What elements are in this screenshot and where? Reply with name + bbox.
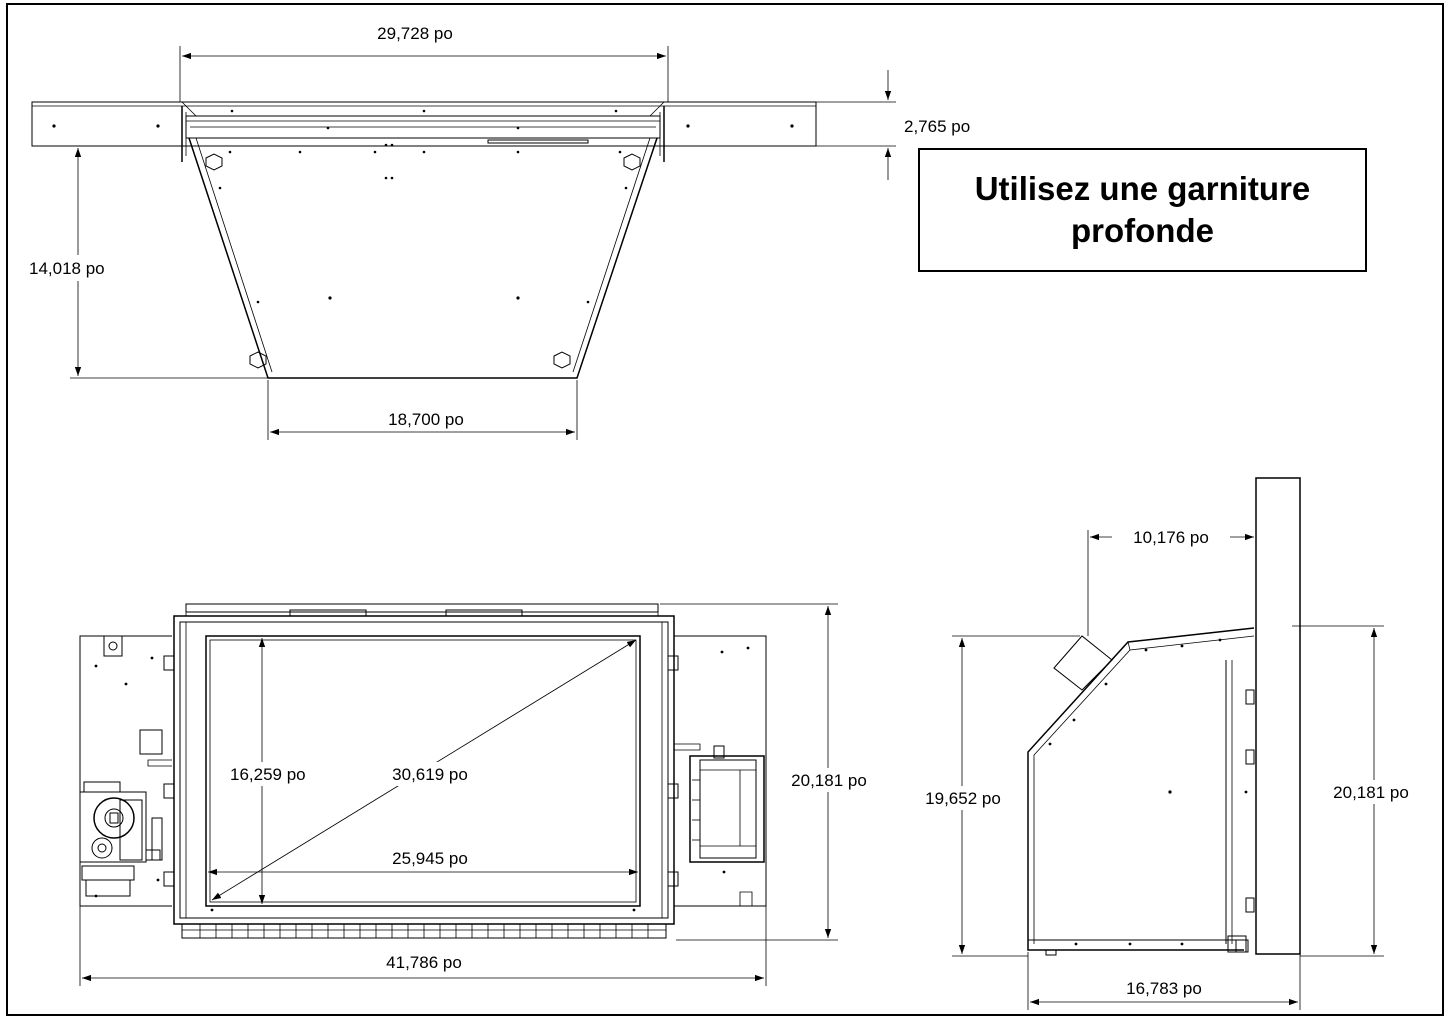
front-view [79, 603, 838, 986]
dim-overall-width: 41,786 po [386, 953, 462, 972]
dim-side-depth: 16,783 po [1126, 979, 1202, 998]
note-box: Utilisez une garniture profonde [918, 148, 1367, 272]
dim-screen-width: 25,945 po [392, 849, 468, 868]
dim-side-overall-height: 20,181 po [1333, 783, 1409, 802]
side-view [952, 477, 1384, 1010]
dim-width-top: 29,728 po [377, 24, 453, 43]
dim-flange-height: 2,765 po [904, 117, 970, 136]
dim-screen-height: 16,259 po [230, 765, 306, 784]
dim-body-height: 19,652 po [925, 789, 1001, 808]
note-text: Utilisez une garniture profonde [974, 170, 1311, 249]
dim-depth: 14,018 po [29, 259, 105, 278]
dim-width-bottom: 18,700 po [388, 410, 464, 429]
dim-side-offset: 10,176 po [1133, 528, 1209, 547]
dim-front-overall-height: 20,181 po [791, 771, 867, 790]
sheet-border [6, 3, 1444, 1016]
top-view [31, 46, 896, 440]
dim-screen-diagonal: 30,619 po [392, 765, 468, 784]
